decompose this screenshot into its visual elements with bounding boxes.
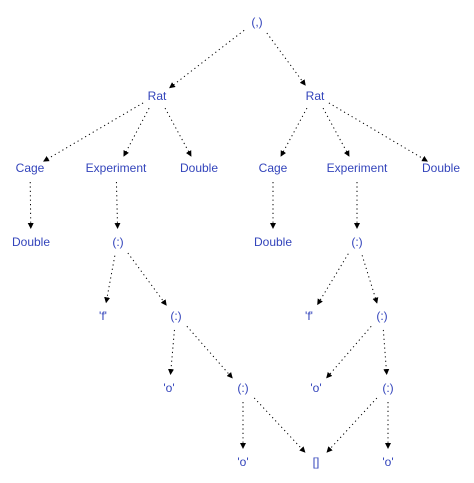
node-cons1: (:) bbox=[112, 235, 123, 249]
edge-root-to-rat1 bbox=[169, 29, 245, 89]
edge-cons1b-to-cons1c bbox=[186, 325, 233, 379]
edge-rat2-to-exp2 bbox=[322, 107, 350, 157]
node-dbl1: Double bbox=[180, 161, 218, 175]
node-cage1: Cage bbox=[16, 161, 45, 175]
edge-cons2c-to-nil bbox=[326, 397, 378, 453]
edge-cons2b-to-o2 bbox=[326, 325, 372, 379]
node-f2: 'f' bbox=[305, 309, 313, 323]
node-cons2c: (:) bbox=[382, 381, 393, 395]
node-cdbl1: Double bbox=[12, 235, 50, 249]
edge-cons1c-to-nil bbox=[253, 397, 306, 453]
node-o1: 'o' bbox=[163, 381, 174, 395]
node-cons2: (:) bbox=[351, 235, 362, 249]
node-cons2b: (:) bbox=[376, 309, 387, 323]
edge-cons2-to-cons2b bbox=[361, 255, 379, 304]
node-cons1c: (:) bbox=[237, 381, 248, 395]
edge-rat1-to-dbl1 bbox=[164, 107, 192, 157]
edge-cage1-to-cdbl1 bbox=[27, 181, 34, 230]
node-o3: 'o' bbox=[237, 455, 248, 469]
edge-cons2b-to-cons2c bbox=[382, 329, 390, 376]
node-exp2: Experiment bbox=[327, 161, 388, 175]
node-f1: 'f' bbox=[99, 309, 107, 323]
edge-cons1-to-f1 bbox=[104, 255, 116, 304]
node-root: (,) bbox=[251, 15, 262, 29]
edge-cons2-to-f2 bbox=[317, 253, 349, 306]
node-cage2: Cage bbox=[259, 161, 288, 175]
node-dbl2: Double bbox=[422, 161, 460, 175]
edge-rat1-to-exp1 bbox=[123, 107, 150, 157]
node-o2: 'o' bbox=[310, 381, 321, 395]
node-cons1b: (:) bbox=[170, 309, 181, 323]
edge-exp1-to-cons1 bbox=[114, 181, 121, 230]
edge-root-to-rat2 bbox=[266, 32, 306, 86]
node-nil: [] bbox=[313, 455, 320, 469]
edge-rat2-to-cage2 bbox=[280, 107, 308, 157]
node-cdbl2: Double bbox=[254, 235, 292, 249]
edge-cons1-to-cons1b bbox=[127, 252, 167, 306]
edges bbox=[27, 29, 428, 453]
edge-rat2-to-dbl2 bbox=[328, 102, 428, 162]
node-rat1: Rat bbox=[148, 89, 167, 103]
node-exp1: Experiment bbox=[86, 161, 147, 175]
edge-cons1b-to-o1 bbox=[168, 329, 175, 376]
node-o4: 'o' bbox=[382, 455, 393, 469]
node-rat2: Rat bbox=[306, 89, 325, 103]
edge-rat1-to-cage1 bbox=[43, 102, 144, 162]
